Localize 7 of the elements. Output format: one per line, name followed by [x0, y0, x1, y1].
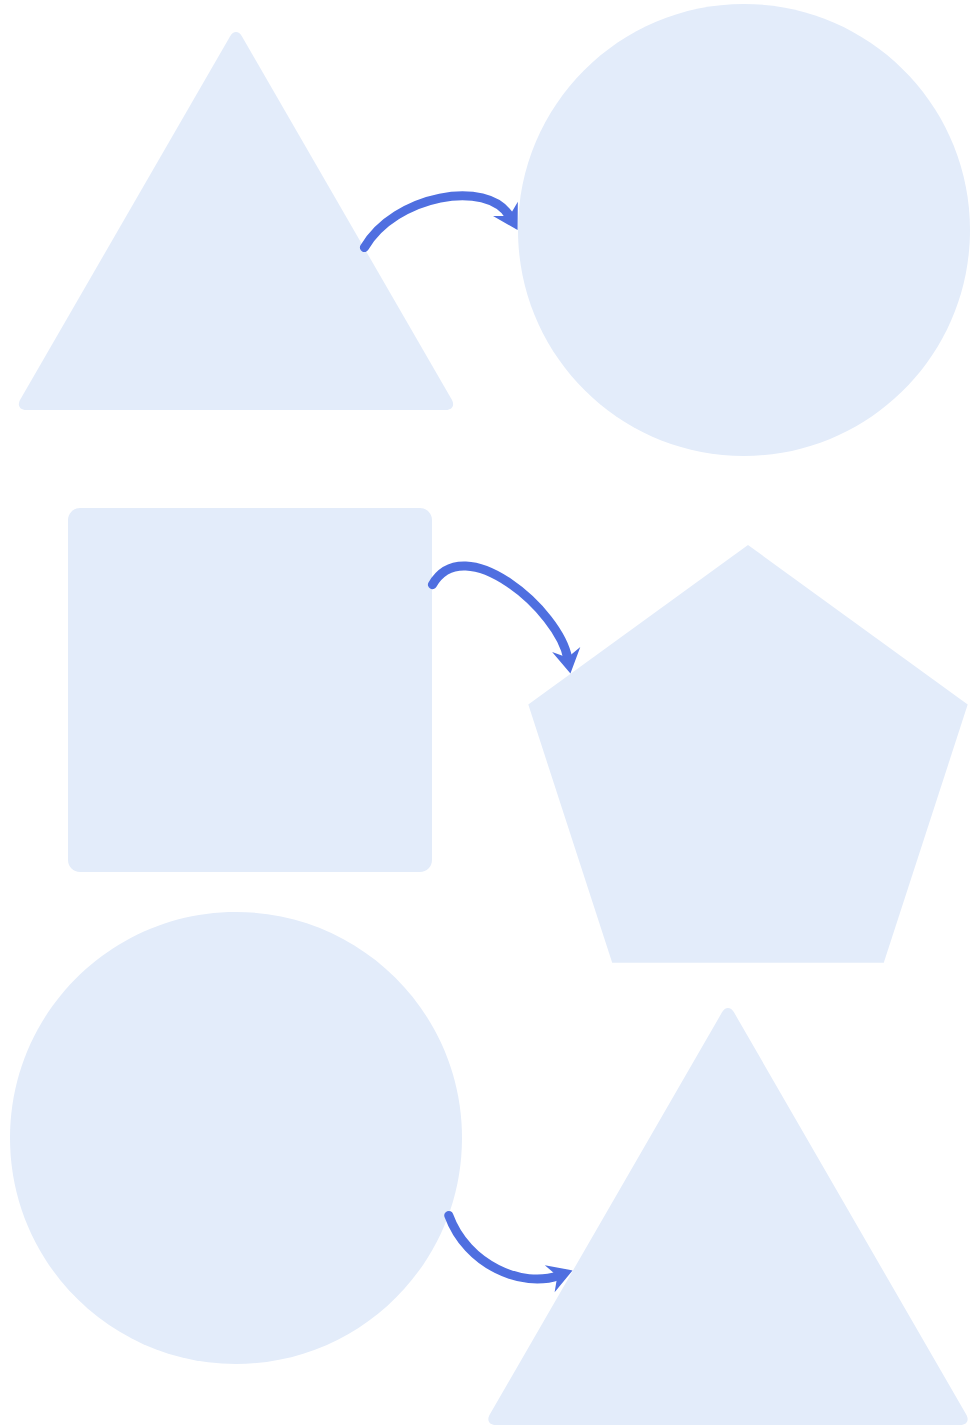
triangle-shape — [488, 1008, 968, 1425]
triangle-shape — [18, 32, 454, 410]
circle-shape — [10, 912, 462, 1364]
curved-arrow — [359, 191, 518, 253]
pentagon-shape — [528, 545, 968, 963]
circle-shape — [518, 4, 970, 456]
square-shape — [68, 508, 432, 872]
